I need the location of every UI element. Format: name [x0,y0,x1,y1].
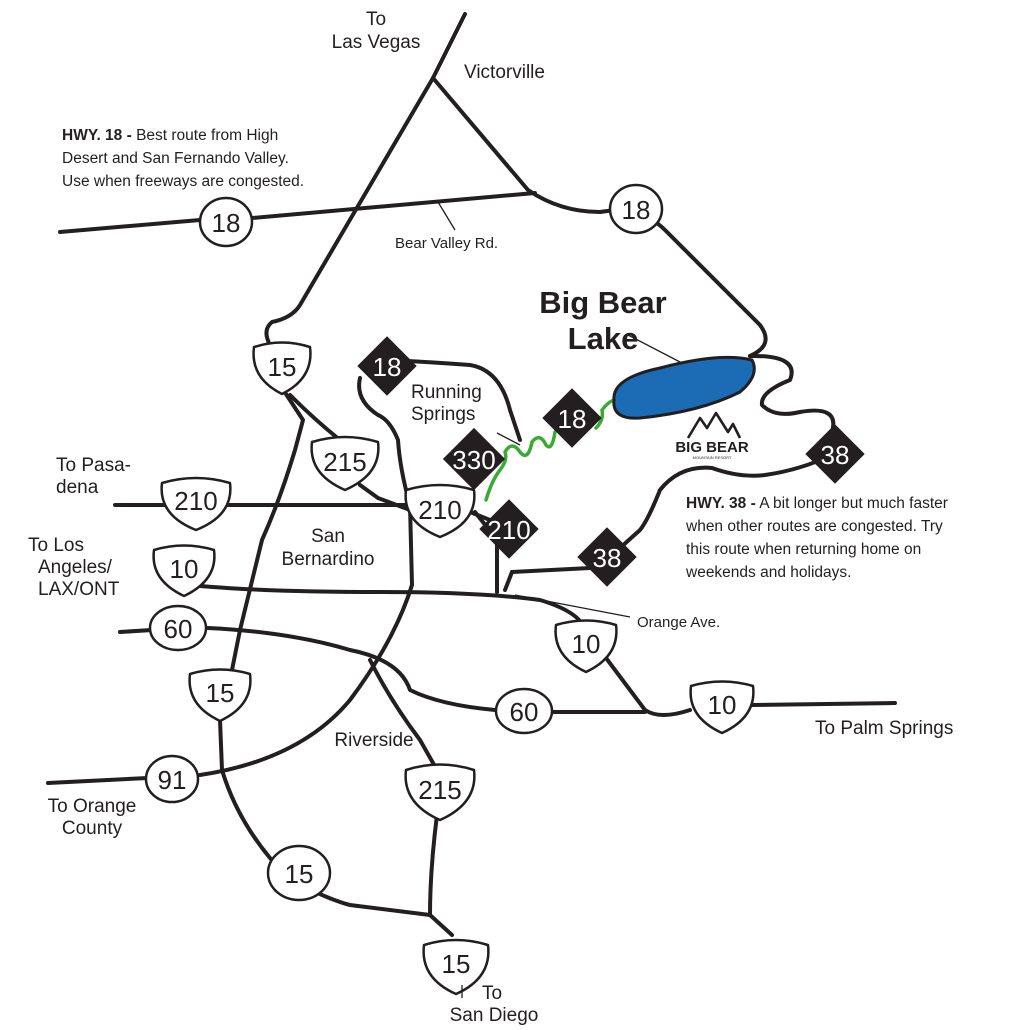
svg-text:38: 38 [593,543,622,573]
shield-215-north: 215 [310,435,380,492]
road-i15-north [264,12,467,364]
svg-text:18: 18 [373,352,402,382]
label-to-orange-county-1: To Orange [48,796,137,817]
shield-15-bottom: 15 [422,938,490,996]
shield-18-diamond-right: 18 [542,388,602,448]
mountain-icon [686,411,742,439]
road-east-lake-loop [748,353,836,434]
label-to-san-diego-2: San Diego [450,1005,539,1026]
road-hwy18-west [58,191,537,234]
logo-tagline: MOUNTAIN RESORT [693,455,732,460]
leader-lines [437,201,681,618]
road-orange-ave [495,538,514,594]
svg-text:15: 15 [285,859,314,889]
svg-text:15: 15 [442,949,471,979]
label-running-springs-2: Springs [411,404,475,425]
shield-10-west: 10 [152,544,216,598]
label-to-los-angeles-3: LAX/ONT [38,579,120,600]
label-to-san-diego-1: To [482,983,502,1004]
label-victorville: Victorville [464,62,545,83]
shield-10-east: 10 [689,680,755,735]
shield-215-south: 215 [404,763,476,822]
shield-15-low: 15 [266,844,332,902]
road-330-base [357,376,412,507]
label-to-orange-county-2: County [62,818,123,839]
shield-15-mid: 15 [188,668,252,723]
label-san-bernardino-1: San [311,526,345,547]
shield-210-center: 210 [404,483,476,539]
scenic-segment-330 [484,430,557,502]
svg-text:10: 10 [708,690,737,720]
road-sr60 [118,626,647,714]
big-bear-logo: BIG BEAR MOUNTAIN RESORT [675,411,749,460]
note-hwy38-line1: HWY. 38 - A bit longer but much faster [686,495,948,512]
leader-running-springs [496,432,521,446]
note-hwy18-line3: Use when freeways are congested. [62,173,304,190]
shield-60-east: 60 [494,687,554,735]
shield-210-west: 210 [160,476,232,532]
label-to-pasadena-2: dena [56,477,99,498]
label-san-bernardino-2: Bernardino [282,549,375,570]
road-network [46,12,897,937]
note-hwy38-line2: when other routes are congested. Try [685,518,943,535]
svg-text:38: 38 [821,440,850,470]
svg-text:18: 18 [622,195,651,225]
svg-text:210: 210 [487,515,530,545]
road-running-springs [386,358,522,442]
shield-18-east: 18 [608,183,664,235]
shield-10-center: 10 [554,619,618,674]
shield-91: 91 [144,754,200,804]
shield-60-west: 60 [148,604,208,652]
svg-text:10: 10 [572,629,601,659]
svg-text:210: 210 [174,486,217,516]
label-orange-ave: Orange Ave. [637,614,720,631]
label-to-pasadena-1: To Pasa- [56,455,131,476]
label-big-bear-lake-2: Lake [568,321,639,356]
label-to-los-angeles-2: Angeles/ [38,557,113,578]
svg-text:60: 60 [510,697,539,727]
note-hwy38-line3: this route when returning home on [686,541,921,558]
label-to-los-angeles-1: To Los [28,535,84,556]
label-to-las-vegas-2: Las Vegas [332,32,421,53]
label-riverside: Riverside [334,730,413,751]
shield-18-west: 18 [198,196,254,248]
shield-330-diamond: 330 [442,427,506,491]
shield-210-diamond: 210 [479,499,539,559]
shield-38-east-diamond: 38 [805,424,865,484]
label-running-springs-1: Running [411,382,482,403]
label-bear-valley-rd: Bear Valley Rd. [395,235,498,252]
leader-bear-valley [437,201,456,231]
road-sr91 [46,776,150,785]
big-bear-lake-shape [612,355,756,420]
shield-18-diamond-left: 18 [357,336,417,396]
svg-text:91: 91 [158,765,187,795]
svg-text:330: 330 [452,445,495,475]
svg-text:15: 15 [268,352,297,382]
svg-text:60: 60 [164,614,193,644]
svg-text:10: 10 [170,554,199,584]
leader-big-bear-lake [627,334,681,363]
svg-text:18: 18 [558,404,587,434]
road-i15-central [218,386,454,937]
note-hwy18-line2: Desert and San Fernando Valley. [62,150,289,167]
label-to-las-vegas-1: To [366,9,386,30]
note-hwy38-line4: weekends and holidays. [685,564,851,581]
scenic-route [484,398,616,502]
svg-text:215: 215 [418,775,461,805]
note-hwy18-line1: HWY. 18 - Best route from High [62,127,278,144]
logo-brand: BIG BEAR [675,439,749,456]
road-i215-central [198,503,414,777]
leader-orange-ave [514,594,631,618]
shield-15-north: 15 [252,341,312,396]
road-i215-south [368,658,439,917]
label-big-bear-lake-1: Big Bear [539,285,666,320]
scenic-segment-18 [594,398,616,430]
shield-38-south-diamond: 38 [577,527,637,587]
svg-text:215: 215 [323,447,366,477]
label-to-palm-springs: To Palm Springs [815,718,953,739]
svg-text:18: 18 [212,208,241,238]
svg-text:15: 15 [206,678,235,708]
svg-text:210: 210 [418,495,461,525]
